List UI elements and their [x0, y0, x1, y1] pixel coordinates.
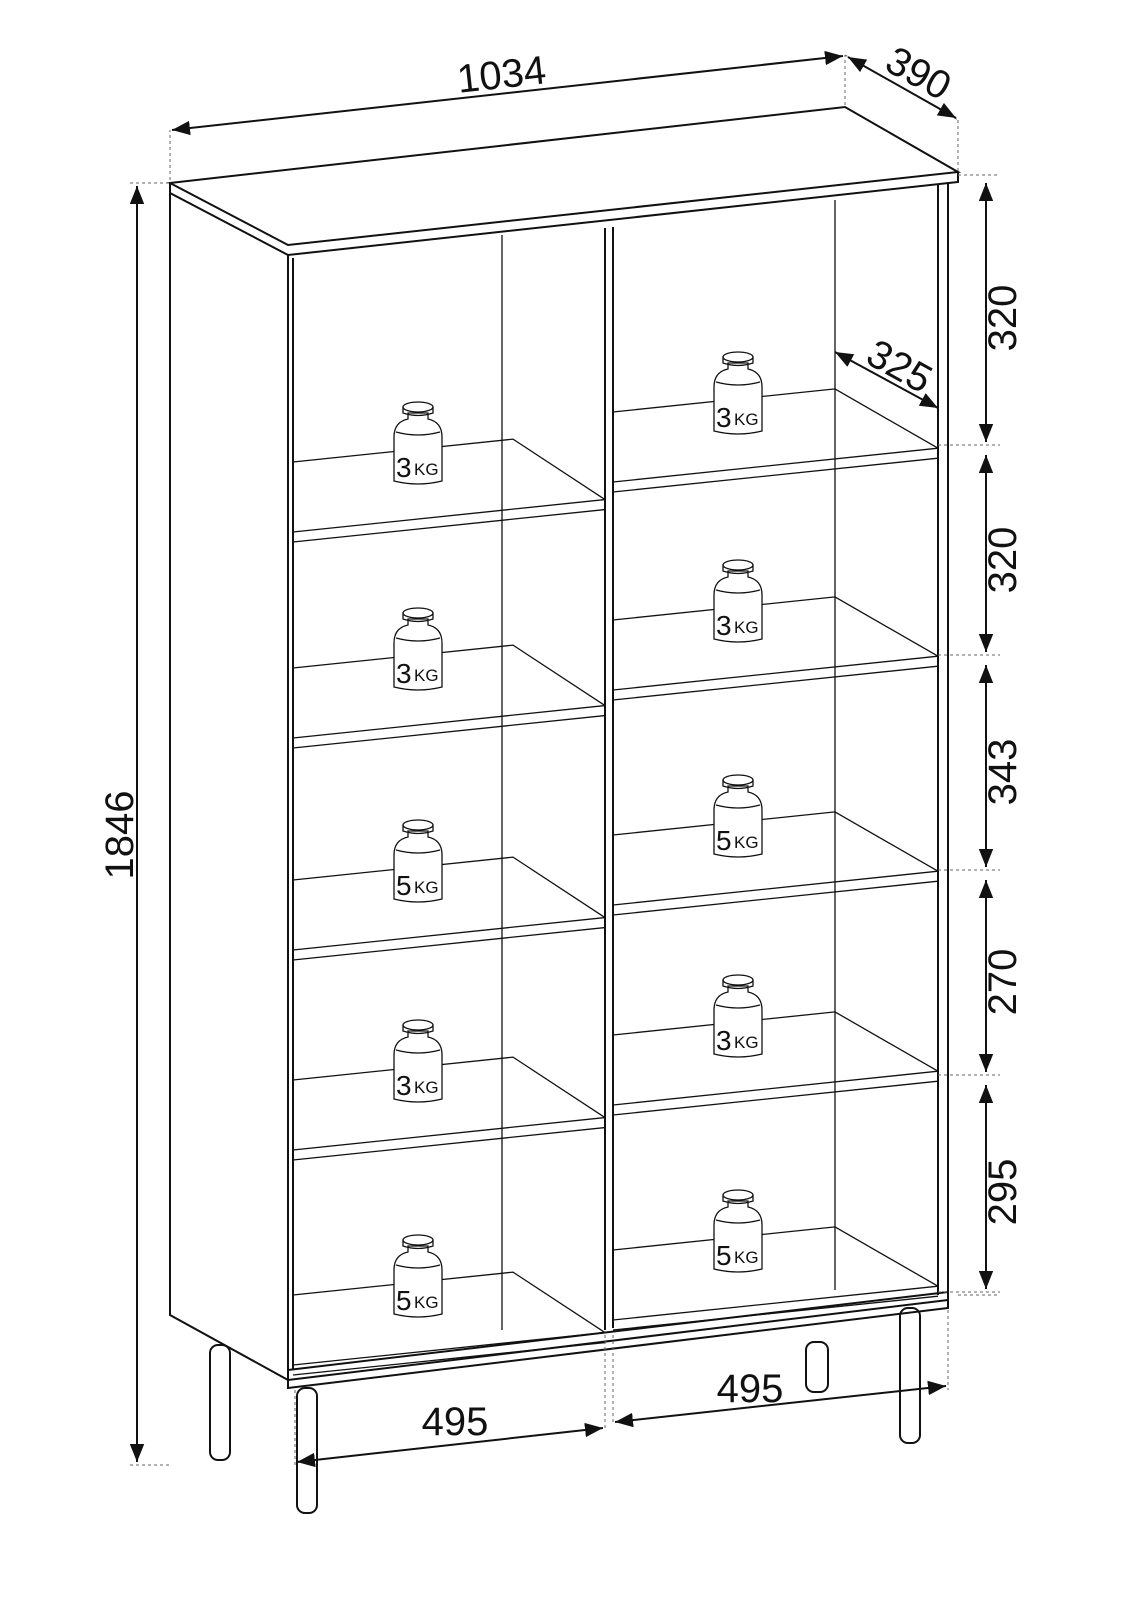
weight-number: 3: [396, 452, 412, 483]
weight-number: 3: [716, 402, 732, 433]
weight-number: 5: [396, 870, 412, 901]
shelf: [612, 1226, 939, 1331]
cabinet-body: [166, 105, 962, 1390]
shelf-depth-dimension-line: [834, 351, 939, 409]
weight-unit: KG: [734, 833, 759, 852]
weight-unit: KG: [734, 618, 759, 637]
width-label: 1034: [455, 48, 548, 101]
shelf-depth-label: 325: [859, 331, 939, 402]
shelf: [292, 1271, 606, 1376]
weight-unit: KG: [734, 1033, 759, 1052]
leg-front-right: [899, 1307, 921, 1444]
shelf: [612, 811, 939, 916]
weight-unit: KG: [414, 878, 439, 897]
weight-unit: KG: [734, 1248, 759, 1267]
right-width-dimension-line: [614, 1380, 947, 1428]
weight-number: 3: [716, 1025, 732, 1056]
shelf: [612, 1011, 939, 1116]
weight-unit: KG: [414, 1293, 439, 1312]
dimension-lines: [129, 50, 1000, 1468]
weight-unit: KG: [414, 460, 439, 479]
compartment-height-3: 343: [981, 739, 1025, 806]
front-left-edge: [287, 255, 949, 1382]
shelf: [612, 596, 939, 701]
center-divider: [604, 227, 614, 1330]
leg-back-right: [805, 1341, 829, 1393]
weight-number: 5: [716, 1240, 732, 1271]
weight-number: 5: [716, 825, 732, 856]
weight-number: 3: [716, 610, 732, 641]
left-width-dimension-line: [296, 1422, 604, 1468]
weight-number: 5: [396, 1285, 412, 1316]
compartment-height-1: 320: [981, 285, 1025, 352]
height-label: 1846: [98, 791, 142, 880]
leg-front-left: [296, 1387, 318, 1514]
width-dimension-line: [171, 50, 844, 136]
compartment-height-2: 320: [981, 527, 1025, 594]
shelf: [292, 644, 606, 749]
shelf: [292, 856, 606, 961]
shelf: [292, 438, 606, 543]
weight-unit: KG: [414, 666, 439, 685]
depth-dimension-line: [847, 56, 957, 119]
base-front: [287, 1291, 949, 1390]
legs: [209, 1307, 921, 1514]
weight-unit: KG: [734, 410, 759, 429]
compartment-height-5: 295: [981, 1159, 1025, 1226]
shelf: [292, 1056, 606, 1161]
left-width-label: 495: [422, 1400, 489, 1444]
leg-back-left: [209, 1344, 231, 1461]
left-side-panel: [169, 193, 289, 1381]
right-side-panel: [937, 182, 949, 1300]
compartment-height-4: 270: [981, 949, 1025, 1016]
weight-unit: KG: [414, 1078, 439, 1097]
shelf: [612, 388, 939, 493]
weight-number: 3: [396, 1070, 412, 1101]
weight-number: 3: [396, 658, 412, 689]
right-width-label: 495: [717, 1367, 784, 1411]
depth-label: 390: [878, 38, 958, 109]
